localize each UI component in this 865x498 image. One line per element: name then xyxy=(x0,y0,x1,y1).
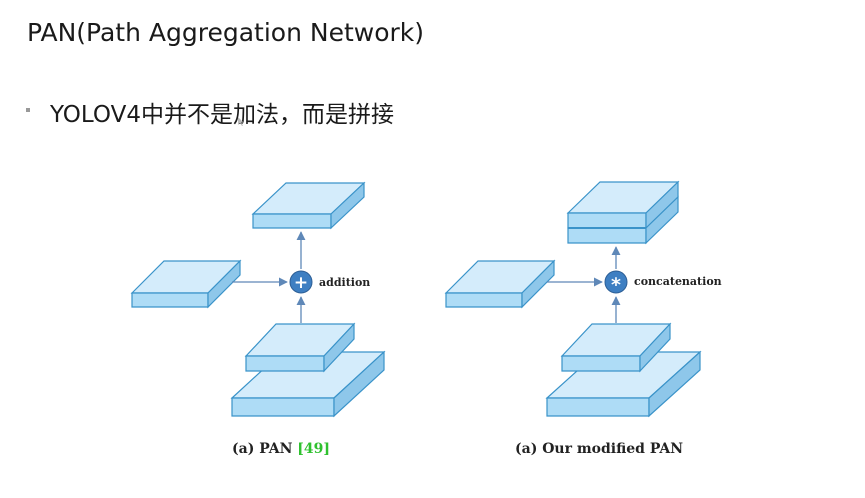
bullet-marker xyxy=(26,108,30,112)
feature-map-block xyxy=(230,350,386,418)
pan-caption-text: (a) PAN xyxy=(232,441,297,457)
concatenated-output-block xyxy=(566,180,680,245)
pan-addition-panel: + addition (a) PAN [49] xyxy=(130,181,386,457)
pan-caption-reference: [49] xyxy=(297,441,330,457)
concatenation-operator-icon xyxy=(604,270,628,294)
modified-pan-caption: (a) Our modified PAN xyxy=(515,441,683,457)
cursor-icon xyxy=(238,117,244,126)
slide-bullet-text: YOLOV4中并不是加法，而是拼接 xyxy=(50,102,394,128)
pan-caption: (a) PAN [49] xyxy=(232,441,330,457)
feature-map-block xyxy=(244,322,356,373)
concatenation-symbol: * xyxy=(611,274,621,296)
output-feature-block xyxy=(251,181,366,230)
feature-map-block xyxy=(560,322,672,373)
feature-map-block xyxy=(130,259,242,309)
concatenation-label: concatenation xyxy=(634,275,722,288)
addition-operator-icon xyxy=(289,270,313,294)
addition-symbol: + xyxy=(294,273,308,293)
slide-title: PAN(Path Aggregation Network) xyxy=(27,18,425,47)
feature-map-block xyxy=(444,259,556,309)
modified-pan-concat-panel: * concatenation (a) Our modified PAN xyxy=(444,180,722,457)
addition-label: addition xyxy=(319,276,370,289)
